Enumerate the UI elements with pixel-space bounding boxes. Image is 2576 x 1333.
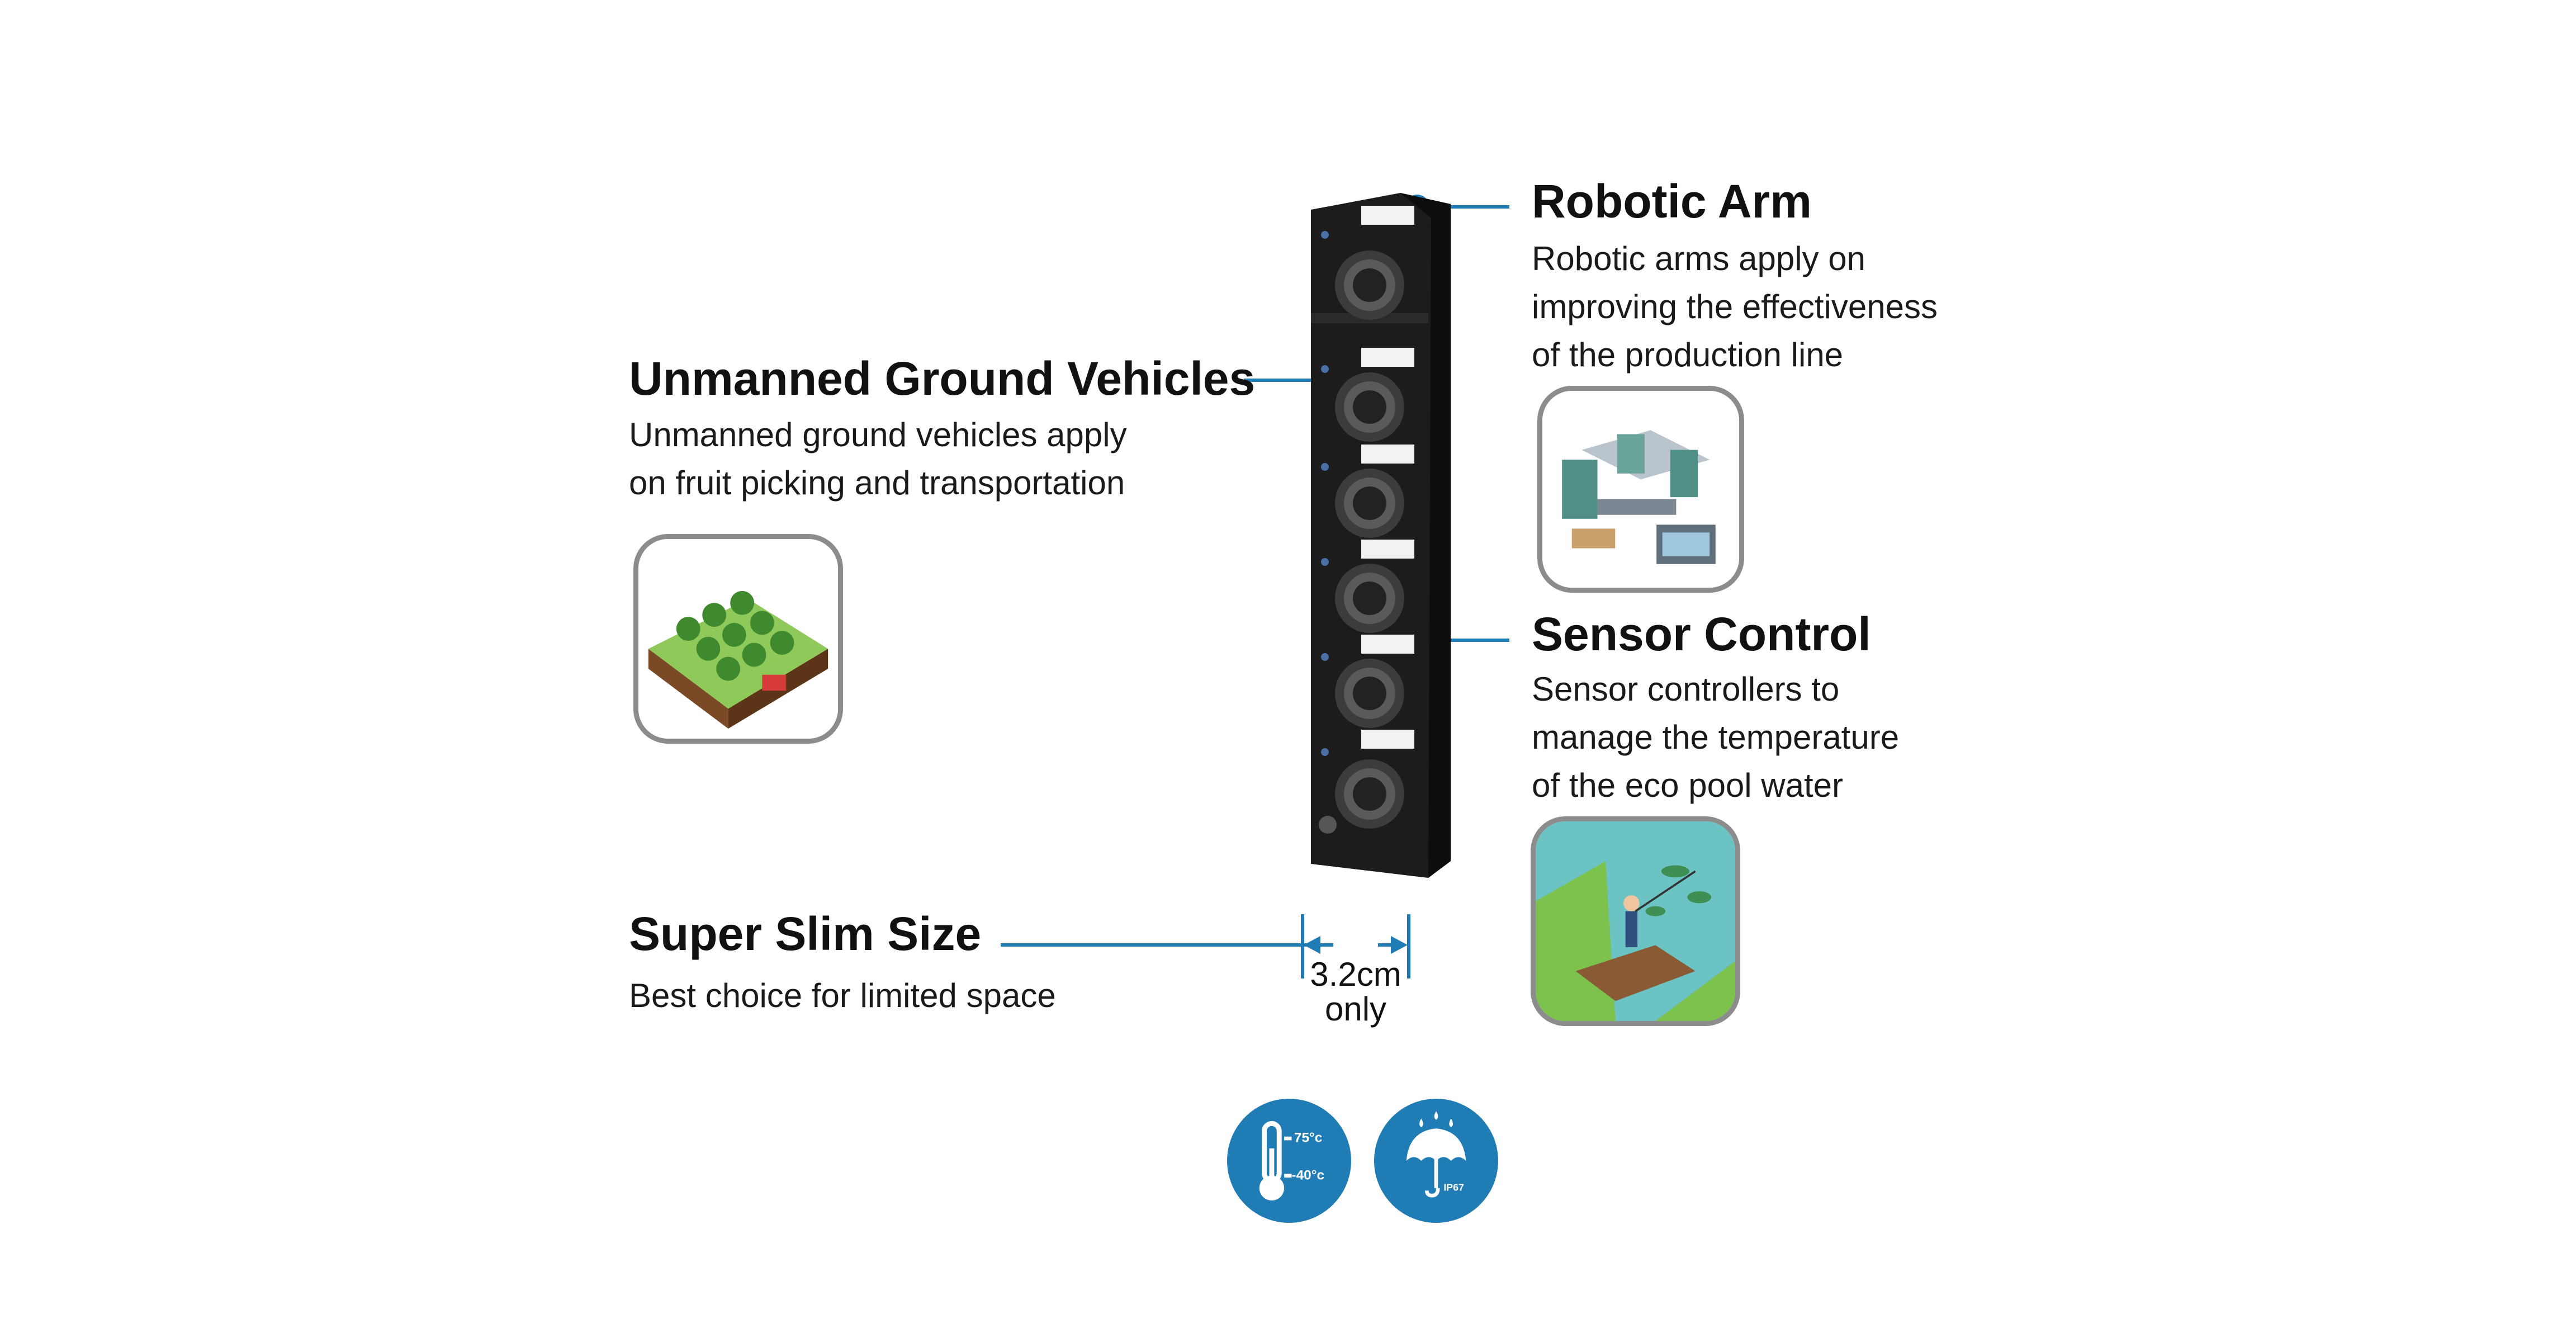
dimension-value: 3.2cm xyxy=(1310,956,1401,993)
thermometer-icon: 75°c -40°c xyxy=(1259,1121,1324,1201)
umbrella-rain-icon: IP67 xyxy=(1406,1111,1466,1198)
port-3 xyxy=(1321,445,1414,538)
ugv-title: Unmanned Ground Vehicles xyxy=(629,352,1256,405)
slim-size-description: Best choice for limited space xyxy=(629,977,1056,1014)
ip-rating: IP67 xyxy=(1443,1181,1464,1193)
port-5 xyxy=(1321,635,1414,728)
ugv-description: Unmanned ground vehicles apply on fruit … xyxy=(629,416,1127,502)
sensor-control-description: Sensor controllers to manage the tempera… xyxy=(1532,670,1900,804)
slim-size-title: Super Slim Size xyxy=(629,907,982,960)
port-2 xyxy=(1321,348,1414,442)
waterproof-badge: IP67 xyxy=(1374,1099,1498,1223)
eco-pool-image xyxy=(1531,816,1740,1026)
dimension-note: only xyxy=(1324,990,1387,1028)
temperature-min: -40°c xyxy=(1291,1167,1324,1183)
temperature-max: 75°c xyxy=(1294,1131,1322,1146)
robotic-arm-title: Robotic Arm xyxy=(1532,175,1812,228)
port-4 xyxy=(1321,540,1414,633)
sensor-control-title: Sensor Control xyxy=(1532,608,1871,660)
temperature-badge: 75°c -40°c xyxy=(1227,1099,1351,1223)
port-6 xyxy=(1319,730,1414,834)
robotic-arm-description: Robotic arms apply on improving the effe… xyxy=(1532,240,1938,374)
dimension-markers xyxy=(1301,914,1410,979)
device-ports xyxy=(1319,206,1414,834)
port-1 xyxy=(1321,206,1414,320)
dimension-label: 3.2cm only xyxy=(1286,957,1426,1027)
factory-line-image xyxy=(1537,386,1744,593)
orchard-image xyxy=(633,534,843,744)
